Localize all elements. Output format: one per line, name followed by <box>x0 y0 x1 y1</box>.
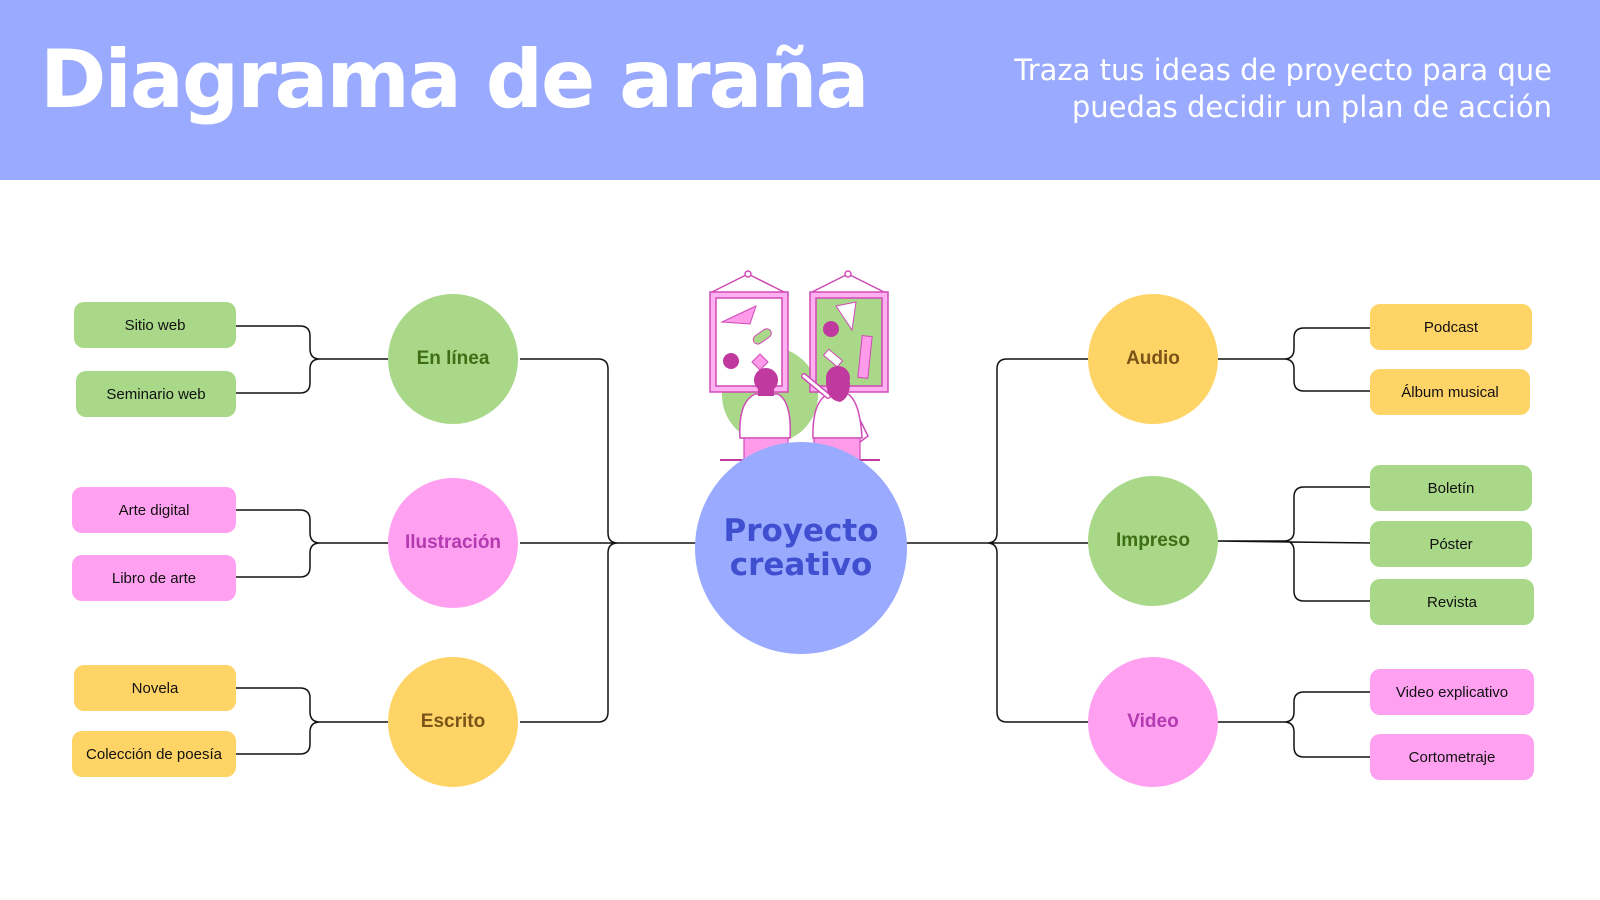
category-video: Video <box>1088 657 1218 787</box>
connector-impreso-leaves <box>1215 486 1373 602</box>
artwork-illustration <box>709 270 889 461</box>
header-banner: Diagrama de araña Traza tus ideas de pro… <box>0 0 1600 180</box>
category-escrito: Escrito <box>388 657 518 787</box>
leaf-video-explicativo: Video explicativo <box>1370 669 1534 715</box>
page-title: Diagrama de araña <box>40 33 869 126</box>
leaf-arte-digital: Arte digital <box>72 487 236 533</box>
leaf-podcast: Podcast <box>1370 304 1532 350</box>
connector-right-hub <box>905 358 1088 723</box>
connector-audio-leaves <box>1216 327 1372 392</box>
leaf-novela: Novela <box>74 665 236 711</box>
leaf-sitio-web: Sitio web <box>74 302 236 348</box>
leaf-libro-de-arte: Libro de arte <box>72 555 236 601</box>
connector-ilustracion-leaves <box>236 509 390 578</box>
center-label-line1: Proyecto <box>723 513 879 549</box>
connector-video-leaves <box>1216 691 1372 758</box>
category-ilustracion: Ilustración <box>388 478 518 608</box>
category-impreso: Impreso <box>1088 476 1218 606</box>
leaf-cortometraje: Cortometraje <box>1370 734 1534 780</box>
leaf-poster: Póster <box>1370 521 1532 567</box>
leaf-album-musical: Álbum musical <box>1370 369 1530 415</box>
leaf-revista: Revista <box>1370 579 1534 625</box>
center-node-proyecto-creativo: Proyecto creativo <box>695 442 907 654</box>
leaf-coleccion-de-poesia: Colección de poesía <box>72 731 236 777</box>
category-audio: Audio <box>1088 294 1218 424</box>
connector-escrito-leaves <box>236 687 390 755</box>
category-en-linea: En línea <box>388 294 518 424</box>
right-frame-icon <box>809 270 889 393</box>
connector-left-hub <box>520 358 698 723</box>
page-subtitle: Traza tus ideas de proyecto para que pue… <box>1014 53 1552 124</box>
connector-en-linea-leaves <box>236 325 390 394</box>
leaf-seminario-web: Seminario web <box>76 371 236 417</box>
center-label-line2: creativo <box>729 547 873 583</box>
leaf-boletin: Boletín <box>1370 465 1532 511</box>
